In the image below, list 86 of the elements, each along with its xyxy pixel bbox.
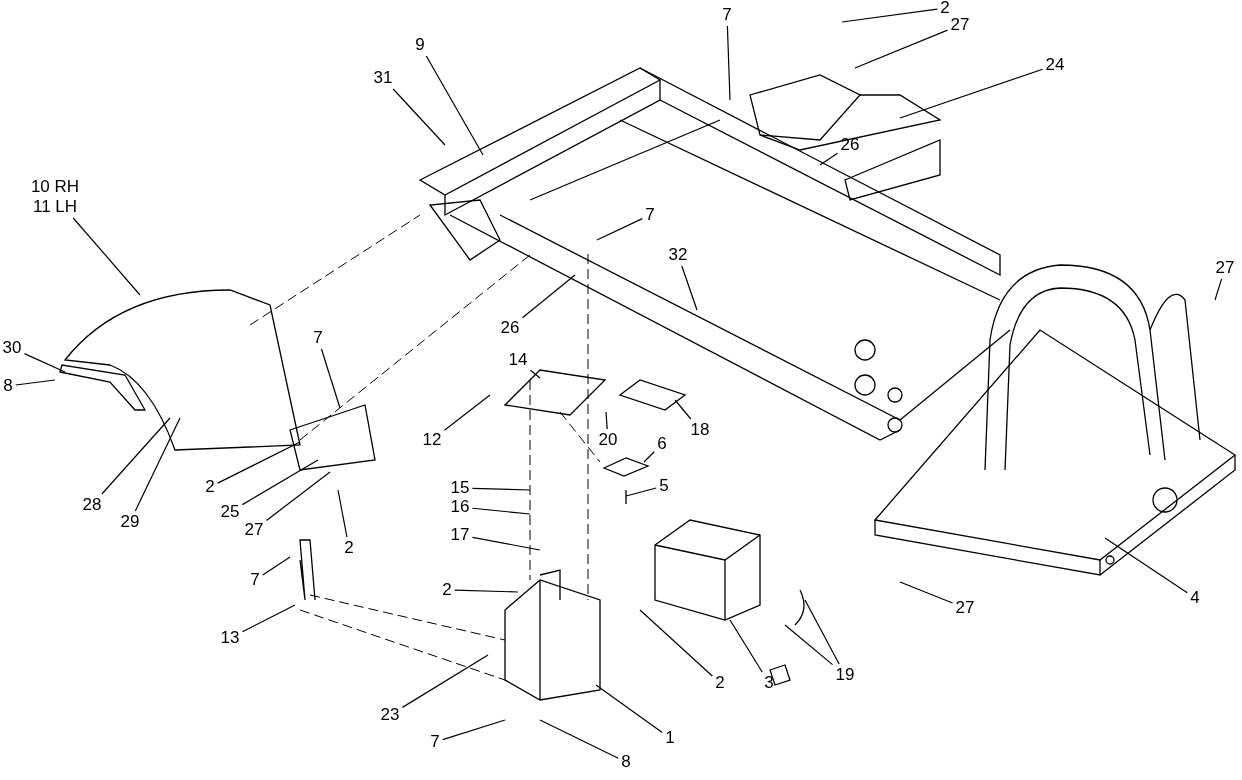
leader-line (320, 348, 341, 409)
leader-line (134, 417, 181, 512)
callout-number: 3 (764, 673, 774, 693)
callout-number: 4 (1190, 588, 1200, 608)
leader-line (265, 471, 331, 522)
callout-number: 2 (940, 0, 950, 18)
callout-number: 8 (621, 752, 631, 772)
callout-number: 8 (3, 376, 13, 396)
callout-number: 23 (380, 705, 400, 725)
leader-line (392, 88, 446, 146)
leader-line (899, 68, 1044, 119)
leader-line (643, 451, 655, 463)
callout-number: 5 (659, 476, 669, 496)
leader-line (674, 399, 692, 420)
leader-line (595, 684, 663, 734)
leader-line (819, 152, 839, 166)
leader-line (804, 599, 840, 665)
callout-number: 27 (955, 598, 975, 618)
leader-line (442, 719, 506, 741)
callout-number: 31 (373, 68, 393, 88)
leader-line (625, 487, 657, 497)
leader-line (471, 487, 531, 491)
callout-number: 12 (422, 430, 442, 450)
callout-number: 30 (2, 338, 22, 358)
callout-number: 28 (82, 495, 102, 515)
leader-line (521, 274, 576, 319)
leader-line (15, 379, 56, 386)
leader-line (1214, 278, 1223, 301)
callout-number: 18 (690, 420, 710, 440)
leader-line (23, 353, 66, 373)
callout-number: 26 (500, 318, 520, 338)
callout-number: 25 (220, 502, 240, 522)
leader-line (101, 417, 171, 495)
callout-number: 13 (220, 628, 240, 648)
callout-number: 9 (415, 35, 425, 55)
leader-line (681, 265, 698, 311)
leader-line (784, 624, 834, 666)
callout-number: 20 (598, 430, 618, 450)
leader-line (729, 619, 763, 673)
leader-line (596, 218, 643, 241)
callout-number: 29 (120, 512, 140, 532)
callout-number: 14 (508, 350, 528, 370)
callout-number: 26 (840, 135, 860, 155)
callout-number: 7 (250, 570, 260, 590)
callout-number: 27 (244, 520, 264, 540)
callout-number: 7 (645, 205, 655, 225)
callout-number: 19 (835, 665, 855, 685)
callout-number: 16 (450, 497, 470, 517)
leader-line (726, 25, 731, 101)
leader-line (841, 8, 938, 23)
leader-line (1104, 537, 1188, 594)
callout-number: 32 (668, 245, 688, 265)
callout-number: 2 (344, 538, 354, 558)
callout-number: 7 (313, 328, 323, 348)
callout-number: 15 (450, 478, 470, 498)
leader-line (899, 581, 954, 604)
leader-line (854, 29, 949, 69)
leader-line (241, 459, 319, 506)
callout-number: 2 (442, 580, 452, 600)
leader-line (454, 589, 519, 593)
leader-line (443, 394, 491, 431)
leader-line (241, 604, 296, 633)
leader-line (337, 489, 348, 538)
leader-line (217, 441, 301, 484)
callout-number: 1 (665, 728, 675, 748)
leader-line (262, 556, 291, 576)
callout-number: 17 (450, 525, 470, 545)
leader-line (539, 719, 619, 759)
leader-line (425, 55, 484, 156)
callout-number: 10 RH (30, 177, 80, 197)
leader-line (639, 609, 713, 677)
leader-line (529, 369, 541, 379)
leader-line (401, 654, 489, 708)
callout-number: 7 (430, 732, 440, 752)
callout-number: 24 (1045, 55, 1065, 75)
leader-line (471, 507, 531, 515)
callout-number: 7 (722, 5, 732, 25)
leader-line (471, 536, 541, 551)
callout-number: 11 LH (31, 197, 79, 217)
leader-line (605, 411, 608, 430)
callout-number: 2 (715, 673, 725, 693)
callout-number: 27 (950, 15, 970, 35)
callout-number: 2 (205, 477, 215, 497)
callout-number: 27 (1215, 258, 1235, 278)
leader-line (72, 217, 141, 296)
callout-number: 6 (657, 434, 667, 454)
